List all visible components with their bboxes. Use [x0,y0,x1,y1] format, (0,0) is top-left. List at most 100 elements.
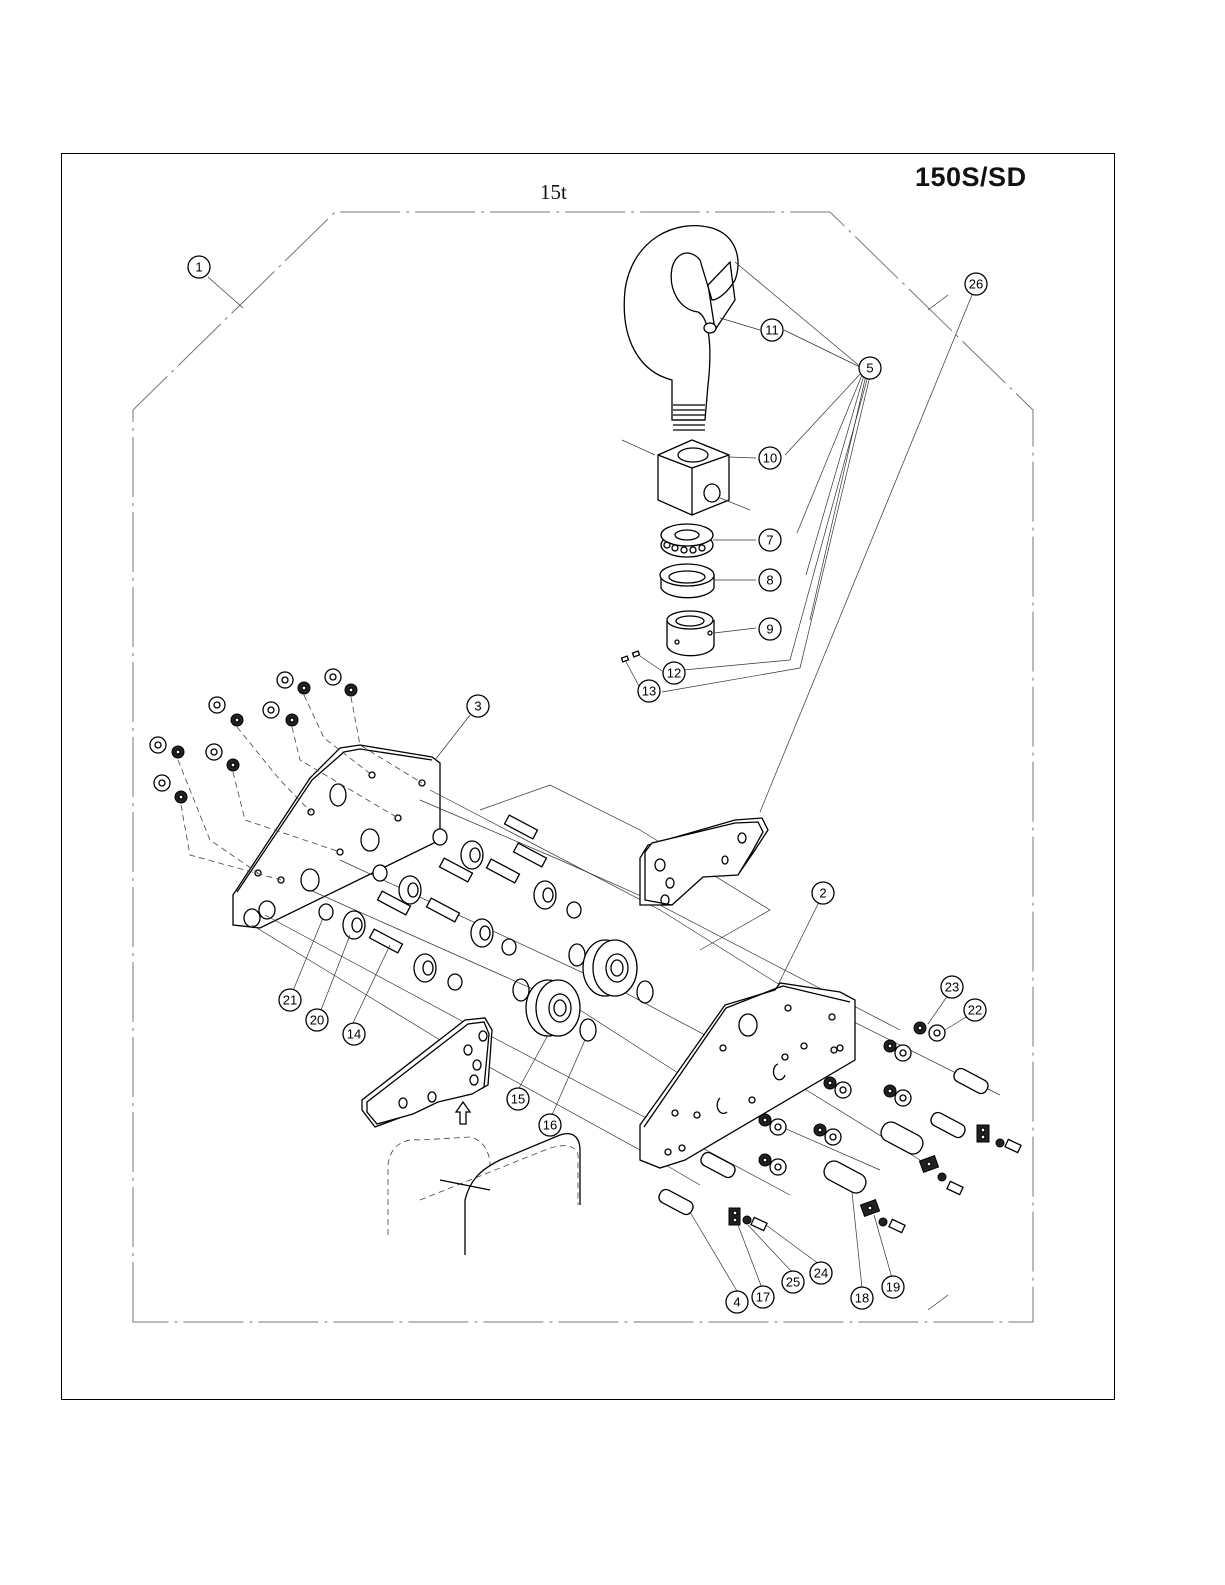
callout-14: 14 [343,1023,365,1045]
set-screw [621,656,628,662]
callout-24: 24 [810,1262,832,1284]
svg-text:25: 25 [786,1275,800,1290]
pin [929,1110,967,1139]
callout-2: 2 [812,882,834,904]
yoke-plate-lower [362,1018,492,1127]
svg-text:15: 15 [511,1092,525,1107]
callout-22: 22 [964,999,986,1021]
svg-text:18: 18 [855,1291,869,1306]
spacer [567,902,581,918]
callout-1: 1 [188,256,210,278]
callout-10: 10 [759,447,781,469]
up-arrow-icon [456,1102,470,1124]
lock-plate [860,1200,879,1217]
callout-15: 15 [507,1088,529,1110]
pin [878,1119,926,1157]
snap-ring [637,981,653,1003]
set-screw [632,651,639,657]
spacer [502,939,516,955]
hoist-body [388,1134,580,1255]
spacer [448,974,462,990]
bolt [879,1218,905,1233]
hook-latch-pin-icon [704,323,716,333]
spacer [433,829,447,845]
snap-ring [513,979,529,1001]
bolt [938,1173,963,1195]
svg-text:4: 4 [733,1295,740,1310]
svg-text:19: 19 [886,1280,900,1295]
svg-text:20: 20 [310,1013,324,1028]
lock-plates [729,1125,1021,1233]
svg-text:1: 1 [195,260,202,275]
assembly-lines [178,695,1000,1195]
callout-9: 9 [759,618,781,640]
svg-text:10: 10 [763,451,777,466]
svg-text:3: 3 [474,699,481,714]
callout-20: 20 [306,1009,328,1031]
svg-text:14: 14 [347,1027,361,1042]
hook [624,226,738,430]
lock-plate [977,1125,989,1142]
svg-text:11: 11 [765,323,779,338]
svg-text:16: 16 [543,1118,557,1133]
sheave-small [534,881,556,909]
pin [657,1187,695,1216]
svg-text:9: 9 [766,622,773,637]
sheave-small [343,911,365,939]
svg-text:17: 17 [756,1290,770,1305]
callout-19: 19 [882,1276,904,1298]
svg-text:13: 13 [642,684,656,699]
bearing-cover [660,564,714,598]
svg-text:12: 12 [667,666,681,681]
callout-21: 21 [279,989,301,1011]
svg-text:5: 5 [866,361,873,376]
callout-25: 25 [782,1271,804,1293]
callout-26: 26 [965,273,987,295]
pin [699,1150,737,1179]
assembly-outline [133,212,1033,1322]
svg-text:22: 22 [968,1003,982,1018]
snap-ring [569,944,585,966]
spacer [373,865,387,881]
thrust-bearing [661,524,713,557]
bolt [996,1139,1021,1153]
svg-text:8: 8 [766,573,773,588]
stud [505,815,538,839]
svg-text:24: 24 [814,1266,828,1281]
svg-text:21: 21 [283,993,297,1008]
callout-7: 7 [759,529,781,551]
lock-plate [919,1156,938,1173]
sheave-small [461,841,483,869]
svg-text:7: 7 [766,533,773,548]
svg-text:26: 26 [969,277,983,292]
callout-11: 11 [761,319,783,341]
bolt [743,1216,767,1231]
sheave-small [414,954,436,982]
sheave-small [399,876,421,904]
stud [427,898,460,922]
callout-18: 18 [851,1287,873,1309]
callout-16: 16 [539,1114,561,1136]
sheave-large [526,980,580,1036]
svg-text:2: 2 [819,886,826,901]
stud [514,843,547,867]
callout-4: 4 [726,1291,748,1313]
spacer [319,904,333,920]
stud [370,929,403,953]
callout-13: 13 [638,680,660,702]
pin [821,1158,869,1196]
pin [952,1066,990,1095]
lock-plate [729,1208,740,1225]
callout-12: 12 [663,662,685,684]
callout-17: 17 [752,1286,774,1308]
callout-5: 5 [859,357,881,379]
sheave-small [471,919,493,947]
yoke-plate-upper [640,818,768,905]
hook-nut [667,611,714,656]
side-plate-right [640,983,855,1168]
sheave-large [583,940,637,996]
svg-text:23: 23 [945,980,959,995]
callout-3: 3 [467,695,489,717]
hook-thread [673,405,705,430]
